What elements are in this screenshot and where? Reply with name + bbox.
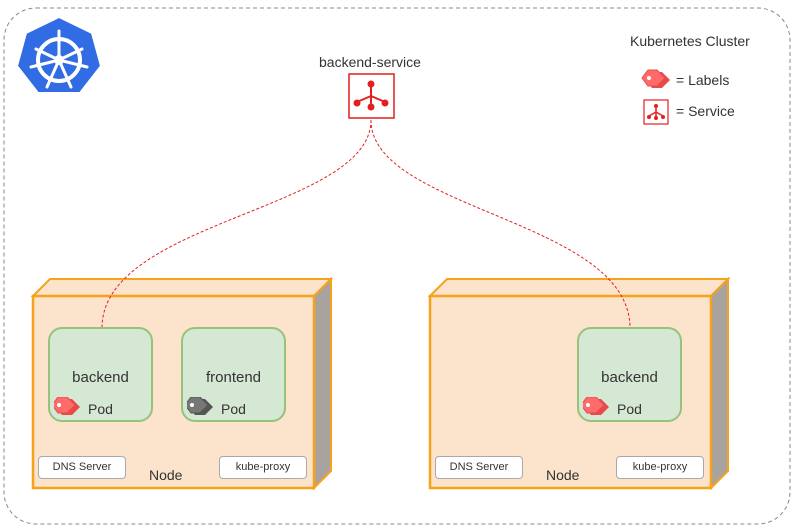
pod-kind: Pod bbox=[617, 401, 642, 417]
pod-name: backend bbox=[72, 369, 129, 386]
pod-kind: Pod bbox=[88, 401, 113, 417]
legend-service-text: = Service bbox=[676, 103, 735, 119]
node-label-1: Node bbox=[149, 467, 183, 483]
cluster-title: Kubernetes Cluster bbox=[630, 33, 750, 49]
dns-server-box-node-2: DNS Server bbox=[435, 456, 523, 479]
legend-service-icon bbox=[643, 99, 669, 125]
service-connector-left bbox=[101, 119, 372, 329]
legend-label-tag-icon bbox=[641, 69, 670, 88]
service-name: backend-service bbox=[319, 54, 421, 70]
pod-name: frontend bbox=[205, 369, 262, 386]
pod-backend-node-2: backend Pod bbox=[577, 327, 682, 422]
dns-server-box-node-1: DNS Server bbox=[38, 456, 126, 479]
service-connector-right bbox=[370, 119, 631, 329]
kubernetes-logo-icon bbox=[15, 15, 103, 94]
kube-proxy-box-node-1: kube-proxy bbox=[219, 456, 307, 479]
pod-kind: Pod bbox=[221, 401, 246, 417]
label-tag-icon bbox=[54, 397, 80, 415]
legend-labels-text: = Labels bbox=[676, 72, 730, 88]
pod-backend-node-1: backend Pod bbox=[48, 327, 153, 422]
pod-frontend-node-1: frontend Pod bbox=[181, 327, 286, 422]
node-label-2: Node bbox=[546, 467, 580, 483]
label-tag-icon bbox=[583, 397, 609, 415]
backend-service-icon bbox=[348, 73, 395, 119]
pod-name: backend bbox=[601, 369, 658, 386]
cluster-boundary bbox=[3, 7, 791, 525]
kube-proxy-box-node-2: kube-proxy bbox=[616, 456, 704, 479]
label-tag-icon bbox=[187, 397, 213, 415]
